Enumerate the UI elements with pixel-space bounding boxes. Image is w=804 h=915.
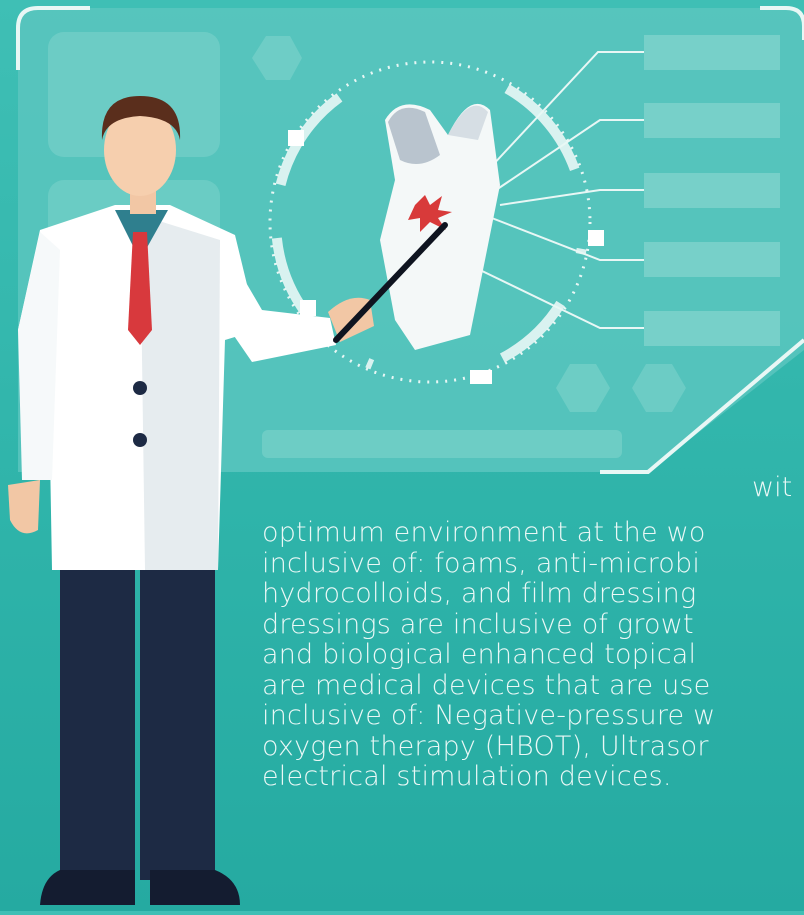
body-line: dressings are inclusive of growt [262,608,694,640]
doctor-figure [8,96,448,905]
body-line: are medical devices that are use [262,669,711,701]
body-line: inclusive of: Negative-pressure w [262,700,716,731]
display-board-frame [16,6,90,70]
body-line: optimum environment at the wo [262,517,706,548]
text-fragment-top: wit [752,472,793,503]
body-line: inclusive of: foams, anti-microbi [262,547,701,579]
body-line: electrical stimulation devices. [262,761,672,792]
body-line: hydrocolloids, and film dressing [262,578,697,609]
scan-ring [268,60,604,384]
pointer-stick [333,222,448,343]
connector-lines [479,51,644,329]
wound-icon [408,195,452,232]
body-paragraph: optimum environment at the wo inclusive … [262,517,804,793]
body-line: and biological enhanced topical [262,639,697,670]
body-line: oxygen therapy (HBOT), Ultrasor [262,730,709,762]
